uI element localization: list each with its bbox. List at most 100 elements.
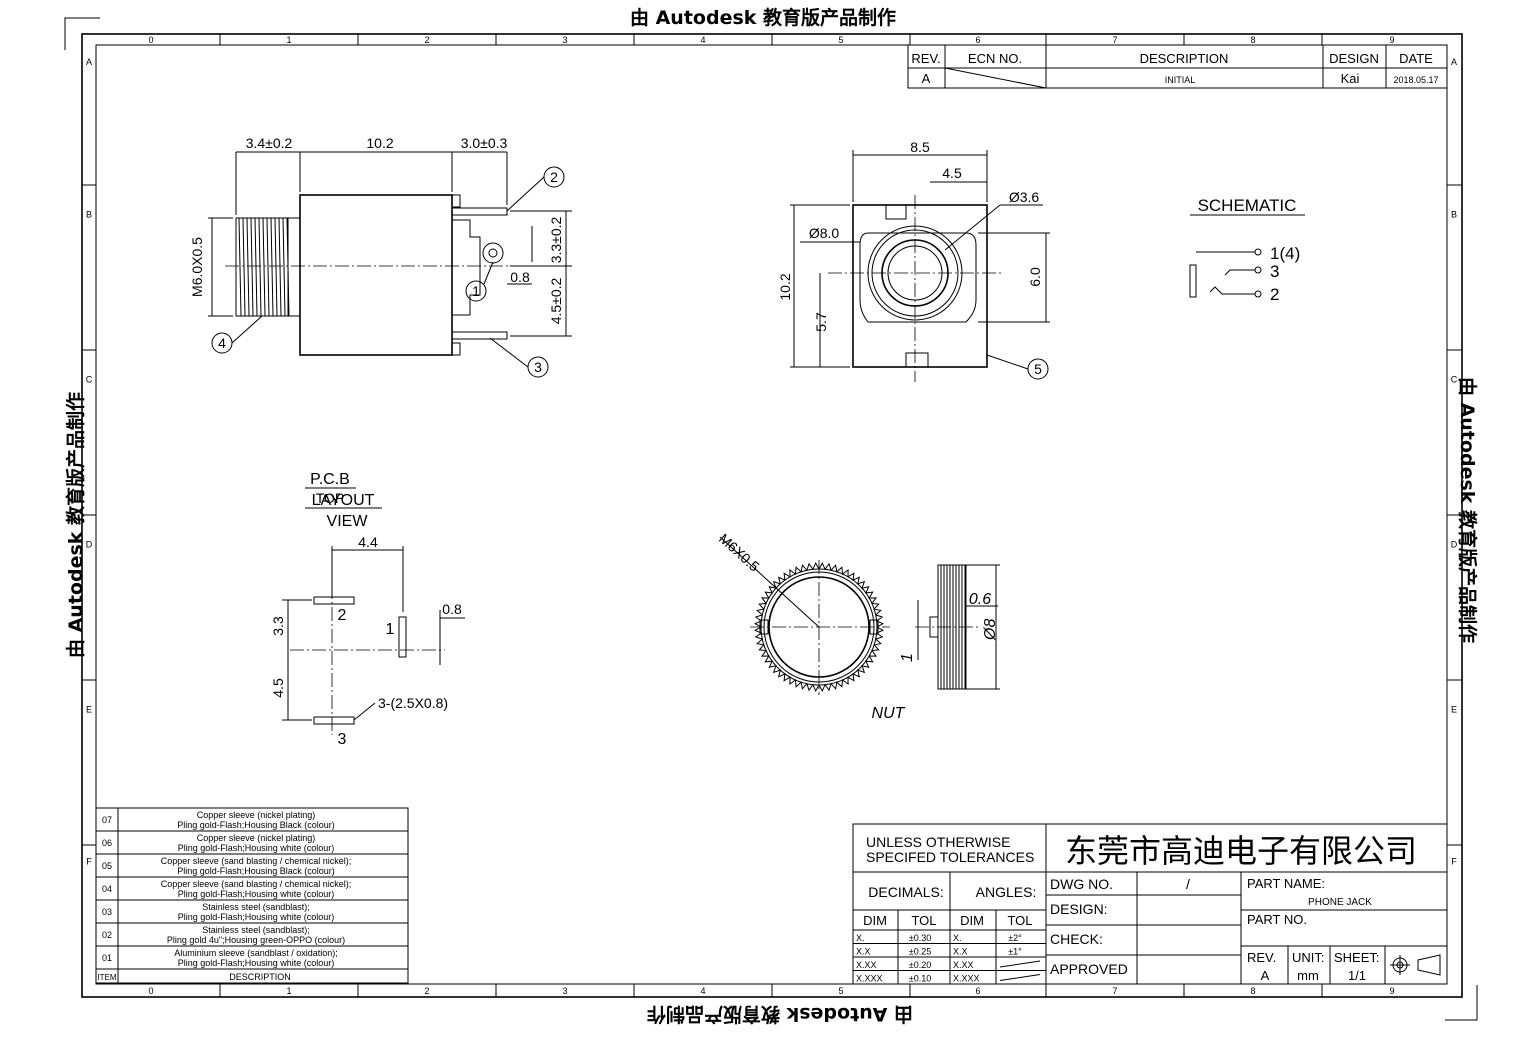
nut-view: M6X0.5 Ø8 0.6 1 NUT xyxy=(716,530,1000,722)
projection-symbol-icon xyxy=(1390,954,1441,976)
bom-desc-line2: Pling gold-Flash;Housing Black (colour) xyxy=(177,820,335,830)
ang-dim: X.X xyxy=(953,947,968,957)
rev-value: A xyxy=(922,71,931,86)
pcb-title-4: VIEW xyxy=(327,513,369,530)
ang-tol: ±1° xyxy=(1008,947,1022,957)
callout-5: 5 xyxy=(1034,361,1042,377)
ecn-header: ECN NO. xyxy=(968,51,1022,66)
date-header: DATE xyxy=(1399,51,1433,66)
pcb-pin-1: 1 xyxy=(386,621,395,638)
grid-col-top: 5 xyxy=(838,35,843,45)
grid-col-bottom: 5 xyxy=(838,986,843,996)
callout-2: 2 xyxy=(550,169,558,185)
corner-mark xyxy=(64,17,100,50)
design-label: DESIGN: xyxy=(1050,901,1108,917)
decimals-label: DECIMALS: xyxy=(868,884,943,900)
ang-dim: X. xyxy=(953,933,962,943)
ang-dim-header: DIM xyxy=(960,913,984,928)
schematic-pin-1: 1(4) xyxy=(1270,244,1300,263)
bom-desc-line1: Copper sleeve (nickel plating) xyxy=(197,810,316,820)
front-view: 8.5 4.5 Ø3.6 Ø8.0 10.2 5.7 6.0 5 xyxy=(777,139,1050,382)
check-label: CHECK: xyxy=(1050,931,1103,947)
bom-desc-line1: Copper sleeve (sand blasting / chemical … xyxy=(161,879,352,889)
dim-hole: Ø3.6 xyxy=(1009,189,1040,205)
bom-item: 03 xyxy=(102,907,112,917)
pcb-dim-h2: 4.5 xyxy=(270,678,286,698)
grid-row-right: D xyxy=(1451,540,1458,550)
bom-desc-line2: Pling gold-Flash;Housing white (colour) xyxy=(178,912,335,922)
pcb-layout: P.C.B LAYOUT TOP VIEW 4.4 3.3 4.5 0.8 3-… xyxy=(270,471,465,748)
part-no-label: PART NO. xyxy=(1247,912,1307,927)
rev-label: REV. xyxy=(1247,950,1276,965)
dim-height: 10.2 xyxy=(777,273,793,300)
pcb-dim-h1: 3.3 xyxy=(270,616,286,636)
ang-dim: X.XX xyxy=(953,960,974,970)
watermark-left: 由 Autodesk 教育版产品制作 xyxy=(64,392,87,658)
dwg-no-label: DWG NO. xyxy=(1050,876,1113,892)
dec-dim: X.XX xyxy=(856,960,877,970)
dim-header: DIM xyxy=(863,913,887,928)
bom-desc-line2: Pling gold-Flash;Housing white (colour) xyxy=(178,843,335,853)
nut-dim-dia: Ø8 xyxy=(982,619,999,641)
grid-col-top: 1 xyxy=(286,35,291,45)
dim-h1: 3.3±0.2 xyxy=(548,216,564,263)
part-name-value: PHONE JACK xyxy=(1308,897,1372,908)
bom-desc-line1: Stainless steel (sandblast); xyxy=(202,925,310,935)
tol-header: TOL xyxy=(911,913,936,928)
angles-label: ANGLES: xyxy=(976,884,1037,900)
pcb-title-3: TOP xyxy=(316,490,345,506)
bom-desc-line1: Aluminium sleeve (sandblast / oxidation)… xyxy=(174,948,338,958)
dim-width: 8.5 xyxy=(910,139,930,155)
schematic: SCHEMATIC 1(4) 3 2 xyxy=(1189,196,1305,304)
grid-col-bottom: 2 xyxy=(424,986,429,996)
bom-item: 07 xyxy=(102,815,112,825)
tol-title-1: UNLESS OTHERWISE xyxy=(866,834,1010,850)
watermark-right: 由 Autodesk 教育版产品制作 xyxy=(1456,377,1479,643)
bom-desc-line2: Pling gold-Flash;Housing white (colour) xyxy=(178,889,335,899)
grid-row-left: F xyxy=(86,857,92,867)
pcb-pin-3: 3 xyxy=(338,731,347,748)
grid-col-bottom: 1 xyxy=(286,986,291,996)
dim-half: 4.5 xyxy=(942,165,962,181)
side-view: 3.4±0.2 10.2 3.0±0.3 M6.0X0.5 3.3±0.2 4.… xyxy=(189,135,572,378)
grid-col-top: 9 xyxy=(1389,35,1394,45)
dec-dim: X. xyxy=(856,933,865,943)
grid-col-top: 4 xyxy=(700,35,705,45)
approved-label: APPROVED xyxy=(1050,961,1128,977)
dim-center: 5.7 xyxy=(813,312,829,332)
title-block: UNLESS OTHERWISE SPECIFED TOLERANCES DEC… xyxy=(852,823,1448,985)
bom-desc-line2: Pling gold-Flash;Housing Black (colour) xyxy=(177,866,335,876)
dec-tol: ±0.25 xyxy=(909,947,931,957)
ang-tol-header: TOL xyxy=(1007,913,1032,928)
grid-row-right: F xyxy=(1451,857,1457,867)
dim-pin: 0.8 xyxy=(510,269,530,285)
bom-desc-header: DESCRIPTION xyxy=(229,972,291,982)
tol-title-2: SPECIFED TOLERANCES xyxy=(866,849,1034,865)
grid-col-top: 8 xyxy=(1250,35,1255,45)
grid-row-left: A xyxy=(86,57,92,67)
pcb-title-1: P.C.B xyxy=(310,471,350,488)
dim-right: 6.0 xyxy=(1027,267,1043,287)
grid-col-bottom: 4 xyxy=(700,986,705,996)
watermark-top: 由 Autodesk 教育版产品制作 xyxy=(630,6,896,29)
pcb-pin-2: 2 xyxy=(338,607,347,624)
nut-dim-thick: 0.6 xyxy=(969,591,991,608)
schematic-pin-2: 2 xyxy=(1270,285,1279,304)
bom-desc-line2: Pling gold-Flash;Housing white (colour) xyxy=(178,958,335,968)
grid-col-top: 0 xyxy=(148,35,153,45)
unit-value: mm xyxy=(1297,968,1319,983)
pcb-dim-pad: 0.8 xyxy=(442,601,462,617)
grid-row-right: E xyxy=(1451,705,1457,715)
grid-row-right: C xyxy=(1451,375,1458,385)
pcb-title-2: LAYOUT xyxy=(312,492,375,509)
dec-dim: X.XXX xyxy=(856,974,883,984)
description-value: INITIAL xyxy=(1165,75,1196,85)
grid-col-bottom: 8 xyxy=(1250,986,1255,996)
nut-dim-step: 1 xyxy=(899,653,916,662)
dec-tol: ±0.10 xyxy=(909,974,931,984)
callout-1: 1 xyxy=(472,283,480,299)
grid-col-top: 6 xyxy=(975,35,980,45)
bom-desc-line1: Stainless steel (sandblast); xyxy=(202,902,310,912)
